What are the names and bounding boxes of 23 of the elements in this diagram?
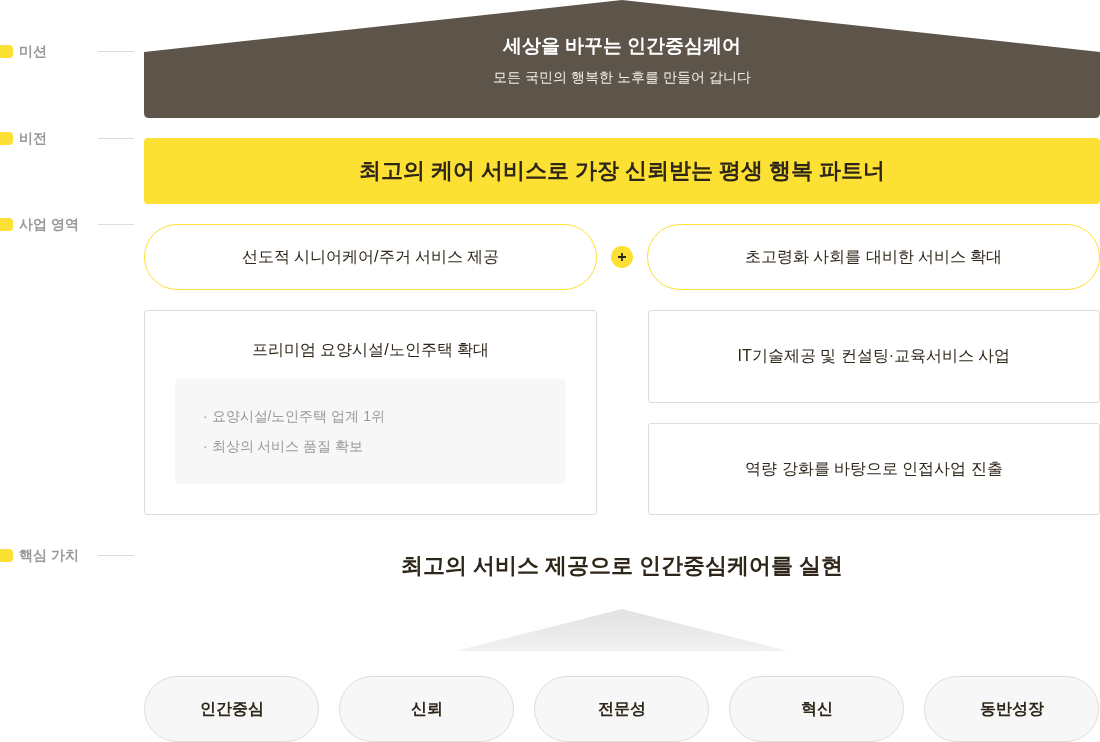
value-pill: 인간중심 (144, 676, 319, 742)
value-pill: 혁신 (729, 676, 904, 742)
vision-bar: 최고의 케어 서비스로 가장 신뢰받는 평생 행복 파트너 (144, 138, 1100, 204)
section-heading: 최고의 서비스 제공으로 인간중심케어를 실현 (400, 552, 844, 580)
row-label: 비전 (19, 129, 47, 148)
banner-subtitle: 모든 국민의 행복한 노후를 만들어 갑니다 (493, 68, 751, 87)
value-pill: 전문성 (534, 676, 709, 742)
banner-title: 세상을 바꾸는 인간중심케어 (502, 34, 742, 58)
card-heading: 프리미엄 요양시설/노인주택 확대 (251, 340, 490, 360)
triangle-shape (456, 609, 788, 651)
outlined-pill: 선도적 시니어케어/주거 서비스 제공 (144, 224, 597, 290)
row-label: 미션 (19, 42, 47, 61)
content-card (144, 310, 597, 515)
value-pill: 동반성장 (924, 676, 1099, 742)
content-card: 역량 강화를 바탕으로 인접사업 진출 (648, 423, 1100, 515)
content-card: IT기술제공 및 컨설팅·교육서비스 사업 (648, 310, 1100, 403)
row-label: 핵심 가치 (19, 546, 79, 565)
value-pill: 신뢰 (339, 676, 514, 742)
row-label: 사업 영역 (19, 215, 79, 234)
house-banner (144, 0, 1100, 118)
list-item: · 최상의 서비스 품질 확보 (203, 437, 364, 456)
outlined-pill: 초고령화 사회를 대비한 서비스 확대 (647, 224, 1100, 290)
list-item: · 요양시설/노인주택 업계 1위 (203, 407, 385, 426)
